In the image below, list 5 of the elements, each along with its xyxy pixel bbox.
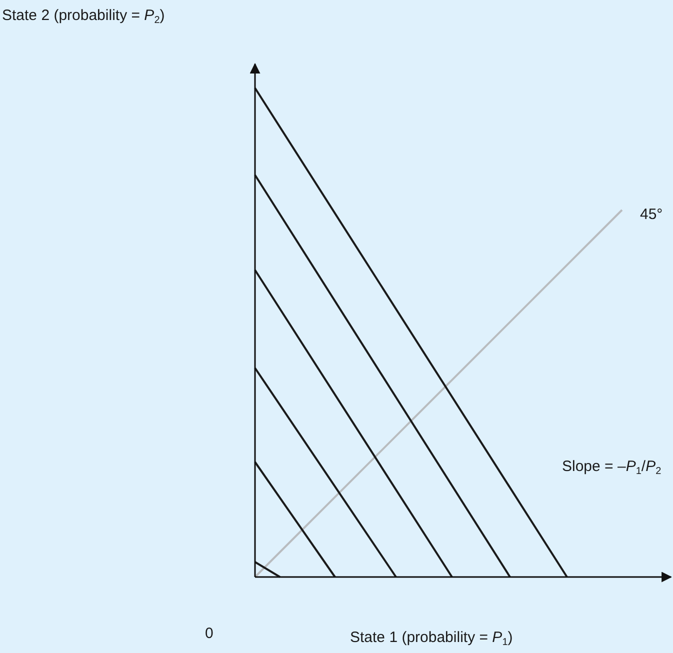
x-axis-label: State 1 (probability = P$_{1}$)	[350, 629, 513, 649]
y-axis-label: State 2 (probability = P$_{2}$)	[2, 7, 165, 27]
slope-label: Slope = –P$_{1}$/P$_{2}$	[562, 458, 662, 478]
origin-label: 0	[205, 625, 214, 643]
angle-label: 45°	[640, 206, 663, 224]
